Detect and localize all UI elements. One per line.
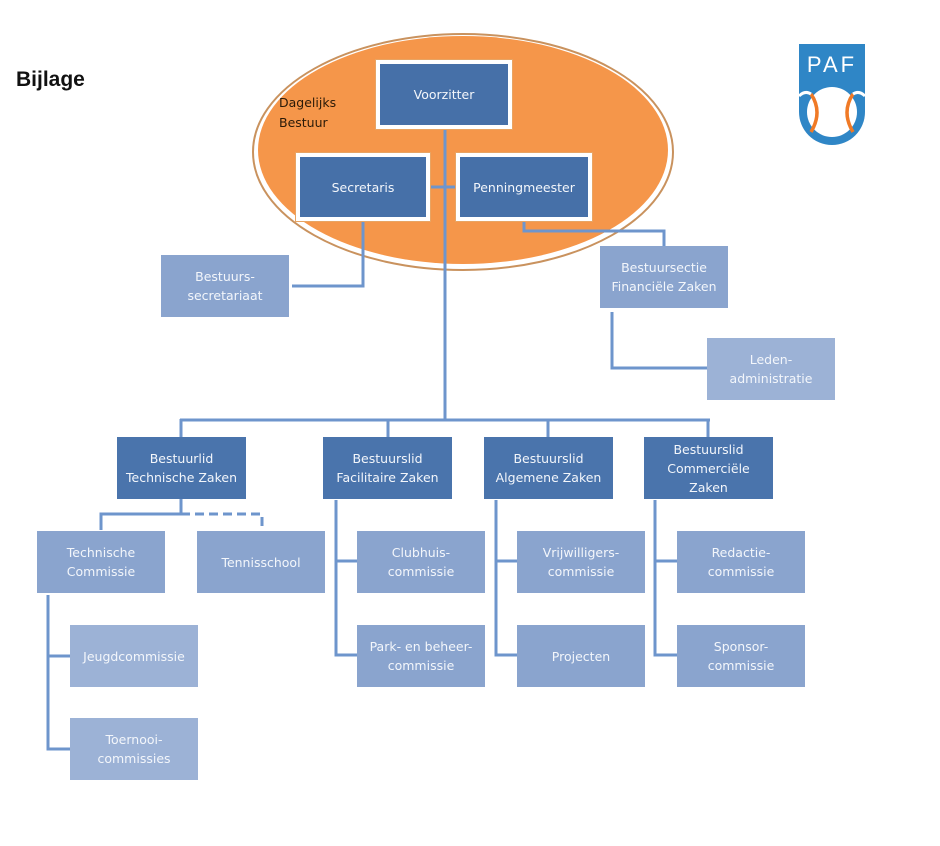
- node-bestuurlid-technische-zaken: Bestuurlid Technische Zaken: [117, 437, 246, 499]
- node-bestuurssecretariaat: Bestuurs- secretariaat: [161, 255, 289, 317]
- node-bestuurslid-commerciele-zaken: Bestuurslid Commerciële Zaken: [644, 437, 773, 499]
- connector-technische-tennisschool-dashed: [181, 512, 264, 527]
- connector-facilitaire-subtree: [334, 500, 357, 657]
- daily-board-label: Dagelijks Bestuur: [279, 95, 337, 130]
- paf-tennis-ball-logo-icon: PAF: [797, 44, 867, 145]
- node-voorzitter: Voorzitter: [376, 60, 512, 129]
- node-bestuursectie-financiele-zaken: Bestuursectie Financiële Zaken: [600, 246, 728, 308]
- node-park-en-beheercommissie: Park- en beheer- commissie: [357, 625, 485, 687]
- node-projecten: Projecten: [517, 625, 645, 687]
- connector-tc-subtree: [46, 595, 70, 751]
- connector-penningmeester-financiele-zaken: [522, 220, 666, 247]
- node-tennisschool: Tennisschool: [197, 531, 325, 593]
- connector-secretaris-secretariaat: [292, 220, 365, 288]
- node-toernooicommissies: Toernooi- commissies: [70, 718, 198, 780]
- node-technische-commissie: Technische Commissie: [37, 531, 165, 593]
- connector-algemene-subtree: [494, 500, 517, 657]
- node-bestuurslid-facilitaire-zaken: Bestuurslid Facilitaire Zaken: [323, 437, 452, 499]
- node-jeugdcommissie: Jeugdcommissie: [70, 625, 198, 687]
- node-redactiecommissie: Redactie- commissie: [677, 531, 805, 593]
- node-bestuurslid-algemene-zaken: Bestuurslid Algemene Zaken: [484, 437, 613, 499]
- connector-financiele-ledenadmin: [610, 312, 707, 370]
- connector-technische-commissie: [99, 498, 183, 530]
- node-vrijwilligerscommissie: Vrijwilligers- commissie: [517, 531, 645, 593]
- node-secretaris: Secretaris: [296, 153, 430, 221]
- page-title: Bijlage: [16, 68, 85, 91]
- node-ledenadministratie: Leden- administratie: [707, 338, 835, 400]
- paf-logo: PAF: [797, 42, 867, 148]
- connector-commerciele-subtree: [653, 500, 677, 657]
- node-sponsorcommissie: Sponsor- commissie: [677, 625, 805, 687]
- node-penningmeester: Penningmeester: [456, 153, 592, 221]
- node-clubhuiscommissie: Clubhuis- commissie: [357, 531, 485, 593]
- logo-text: PAF: [807, 52, 857, 77]
